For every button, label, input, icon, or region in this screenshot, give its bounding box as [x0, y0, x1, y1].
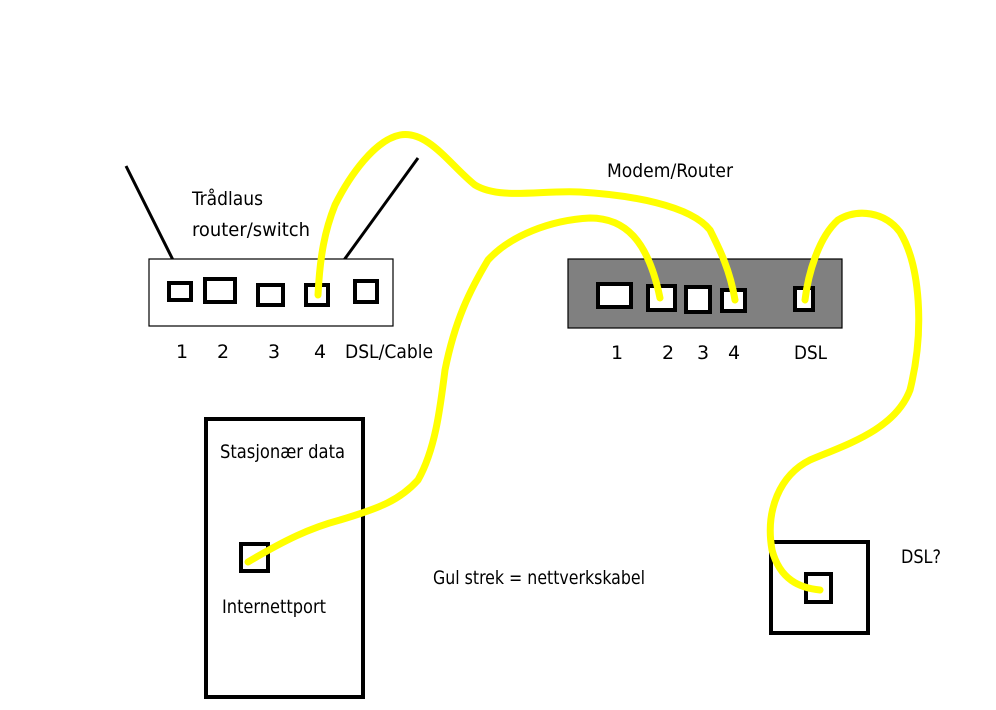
cable-desktop-to-modem2	[244, 214, 664, 566]
cable-router4-to-modem4	[314, 131, 739, 304]
cable-modem-dsl-to-wall	[766, 209, 923, 594]
wireless-router-title-line2: router/switch	[192, 219, 310, 241]
wireless-router-title-line1: Trådlaus	[191, 187, 263, 210]
wireless-router-port-label-4: 4	[314, 341, 326, 363]
wireless-router-port-2	[203, 277, 237, 304]
wireless-router-port-1	[167, 281, 193, 302]
desktop-box	[204, 417, 365, 699]
modem-router-port-label-2: 2	[662, 342, 674, 364]
modem-router-port-label-3: 3	[697, 342, 709, 364]
wireless-router-port-3	[256, 283, 285, 307]
dsl-socket-label: DSL?	[901, 546, 941, 568]
left-antenna	[124, 165, 176, 263]
modem-router-port-1	[596, 282, 633, 309]
modem-router-port-label-4: 4	[728, 342, 740, 364]
modem-router-port-label-dsl: DSL	[794, 342, 827, 364]
desktop-port-label: Internettport	[222, 596, 326, 618]
modem-router-title: Modem/Router	[607, 160, 734, 182]
modem-router-port-3	[684, 285, 712, 314]
right-antenna	[342, 157, 420, 261]
wireless-router-port-label-dsl: DSL/Cable	[345, 341, 433, 363]
legend-text: Gul strek = nettverkskabel	[433, 567, 645, 589]
wireless-router-port-label-2: 2	[217, 341, 229, 363]
wireless-router-port-label-3: 3	[268, 341, 280, 363]
desktop-title: Stasjonær data	[220, 441, 345, 463]
modem-router-port-label-1: 1	[611, 342, 623, 364]
wireless-router-port-dsl	[353, 279, 379, 304]
wireless-router-port-label-1: 1	[176, 341, 188, 363]
